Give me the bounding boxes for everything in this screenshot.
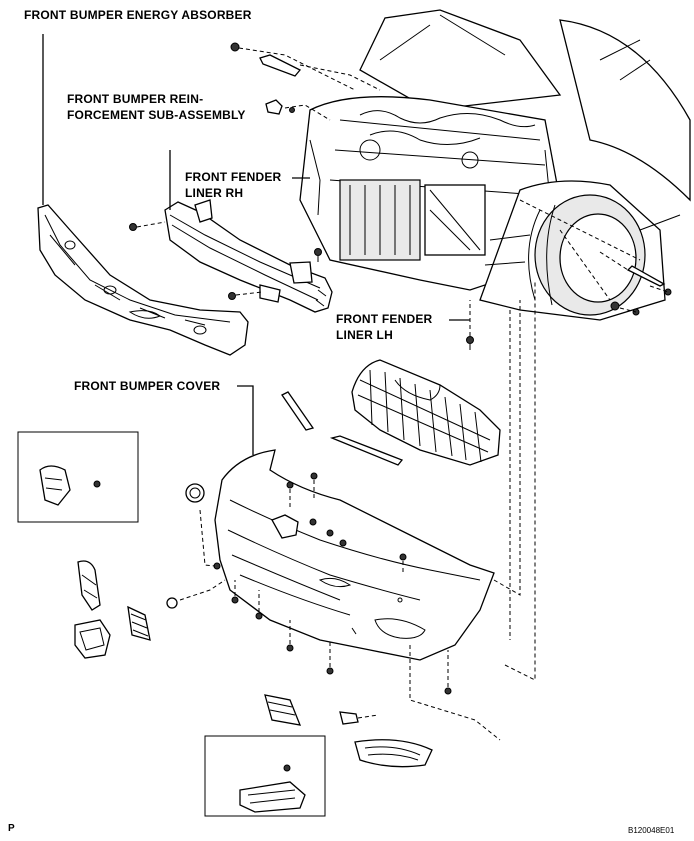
label-leader-lines xyxy=(42,34,470,455)
label-bumper-cover: FRONT BUMPER COVER xyxy=(74,379,221,393)
bumper-lower-fasteners xyxy=(166,509,501,741)
upper-bracket-parts xyxy=(259,54,381,121)
inset-box-upper xyxy=(17,431,139,523)
grille-moldings xyxy=(281,391,404,466)
guide-lines xyxy=(493,280,536,681)
label-fender-lh-line2: LINER LH xyxy=(336,328,393,342)
energy-absorber-part xyxy=(37,204,249,356)
corner-mark-p: P xyxy=(8,823,15,834)
inset-box-lower xyxy=(204,735,326,817)
fender-rh-bolts xyxy=(314,248,474,350)
radiator-grille-part xyxy=(351,359,501,466)
vehicle-body xyxy=(299,9,691,321)
label-energy-absorber: FRONT BUMPER ENERGY ABSORBER xyxy=(24,8,252,22)
label-reinforcement-line2: FORCEMENT SUB-ASSEMBLY xyxy=(67,108,246,122)
label-fender-rh-line1: FRONT FENDER xyxy=(185,170,282,184)
reinforcement-bolts xyxy=(129,42,356,300)
bottom-grille-pieces xyxy=(264,694,433,768)
label-fender-lh-line1: FRONT FENDER xyxy=(336,312,433,326)
emblem-and-bracket xyxy=(185,472,347,547)
bumper-cover-part xyxy=(214,449,495,661)
left-fog-parts xyxy=(74,560,151,659)
label-reinforcement-line1: FRONT BUMPER REIN- xyxy=(67,92,204,106)
right-side-fasteners xyxy=(519,199,672,316)
reinforcement-part xyxy=(164,199,333,313)
figure-code: B120048E01 xyxy=(628,826,675,835)
label-fender-rh-line2: LINER RH xyxy=(185,186,244,200)
